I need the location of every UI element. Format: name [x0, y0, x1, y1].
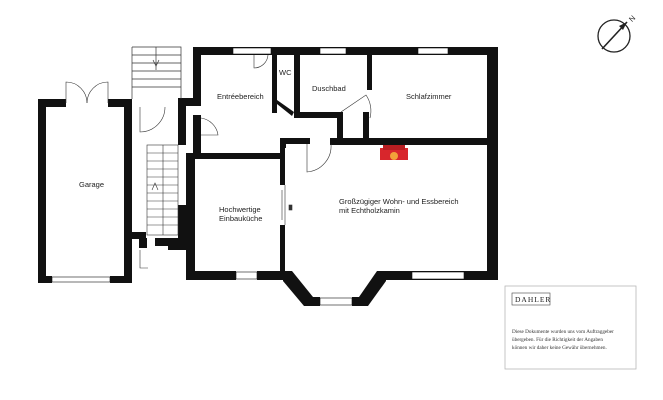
- room-label-kueche-2: Einbauküche: [219, 214, 262, 223]
- windows: [51, 47, 465, 306]
- disclaimer-box: DAHLER Diese Dokumente wurden uns vom Au…: [504, 285, 637, 370]
- fireplace-top: [383, 145, 405, 150]
- room-label-wohnen-1: Großzügiger Wohn- und Essbereich: [339, 197, 459, 206]
- room-label-wohnen-2: mit Echtholzkamin: [339, 206, 400, 215]
- fire-icon: [390, 152, 398, 160]
- compass-label: N: [627, 13, 637, 23]
- room-label-wc: WC: [279, 68, 292, 77]
- garage-door-right: [86, 81, 109, 104]
- room-label-kueche-1: Hochwertige: [219, 205, 261, 214]
- room-label-duschbad: Duschbad: [312, 84, 346, 93]
- brand-logo-frame: [511, 292, 551, 306]
- compass: N: [597, 13, 637, 53]
- living-door: [306, 143, 332, 173]
- sliding-doors: [281, 185, 293, 225]
- wc-door: [253, 54, 269, 69]
- disclaimer-frame: [504, 285, 637, 370]
- disclaimer-line-3: können wir daher keine Gewähr übernehmen…: [512, 345, 607, 351]
- room-label-schlafzimmer: Schlafzimmer: [406, 92, 452, 101]
- room-label-garage: Garage: [79, 180, 104, 189]
- inner-stairs: [146, 144, 179, 236]
- fireplace: [380, 145, 408, 160]
- brand-logo: DAHLER: [515, 295, 551, 304]
- disclaimer-line-2: übergeben. Für die Richtigkeit der Angab…: [512, 337, 603, 343]
- entree-door: [200, 117, 219, 136]
- walls: [38, 47, 498, 306]
- compass-circle: [597, 19, 631, 53]
- bath-door: [340, 94, 372, 119]
- outdoor-stairs: [131, 46, 182, 99]
- room-label-entree: Entréebereich: [217, 92, 264, 101]
- stair-door: [139, 250, 148, 269]
- disclaimer-line-1: Diese Dokumente wurden uns vom Auftragge…: [512, 328, 614, 335]
- garage-door-left: [65, 81, 88, 104]
- entrance-door: [139, 106, 166, 133]
- doors: [65, 54, 372, 269]
- compass-arrow-icon: [619, 22, 627, 30]
